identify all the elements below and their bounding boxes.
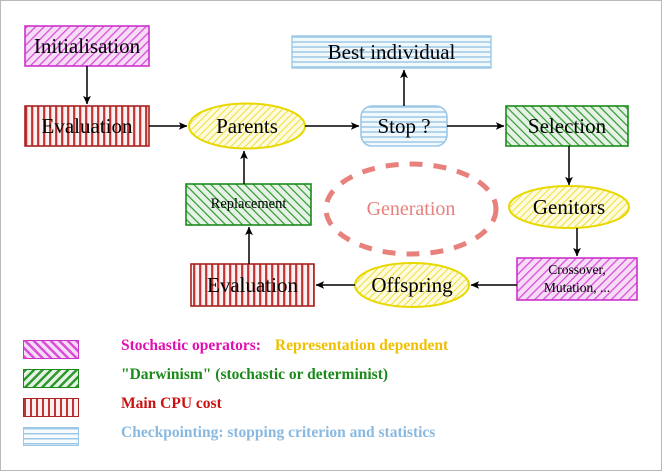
node-evaluation-bottom[interactable] bbox=[190, 263, 315, 307]
legend-seg-darwinism: "Darwinism" (stochastic or determinist) bbox=[121, 366, 389, 383]
node-offspring[interactable] bbox=[354, 262, 470, 308]
legend-text-checkpointing: Checkpointing: stopping criterion and st… bbox=[121, 424, 435, 442]
legend-row-checkpointing: Checkpointing: stopping criterion and st… bbox=[1, 424, 662, 453]
node-crossover-mutation[interactable] bbox=[516, 257, 638, 301]
legend-text-main-cpu-cost: Main CPU cost bbox=[121, 395, 222, 413]
legend-seg-checkpointing: Checkpointing: stopping criterion and st… bbox=[121, 424, 436, 441]
legend-swatch-blue-horizontal-hatch bbox=[23, 427, 79, 446]
node-replacement[interactable] bbox=[185, 183, 312, 226]
legend-text-darwinism: "Darwinism" (stochastic or determinist) bbox=[121, 366, 388, 384]
legend-seg-main-cpu-cost: Main CPU cost bbox=[121, 395, 222, 412]
legend-swatch-green-hatch bbox=[23, 369, 79, 388]
node-best-individual[interactable] bbox=[291, 35, 492, 69]
node-evaluation-top[interactable] bbox=[24, 105, 150, 147]
node-selection[interactable] bbox=[505, 105, 629, 147]
legend-text-stochastic-operators: Stochastic operators: Representation depe… bbox=[121, 337, 448, 355]
node-stop[interactable] bbox=[360, 105, 448, 147]
legend-seg-stochastic-operators: Stochastic operators: bbox=[121, 337, 261, 354]
legend-row-main-cpu-cost: Main CPU cost bbox=[1, 395, 662, 424]
node-parents[interactable] bbox=[188, 102, 306, 150]
legend-seg-representation-dependent: Representation dependent bbox=[274, 337, 449, 354]
node-generation bbox=[323, 161, 499, 257]
legend-row-darwinism: "Darwinism" (stochastic or determinist) bbox=[1, 366, 662, 395]
legend-row-stochastic-operators: Stochastic operators: Representation depe… bbox=[1, 337, 662, 366]
legend-swatch-magenta-hatch bbox=[23, 340, 79, 359]
legend-swatch-red-vertical-hatch bbox=[23, 398, 79, 417]
arrows bbox=[83, 66, 581, 289]
legend: Stochastic operators: Representation depe… bbox=[1, 337, 662, 453]
node-genitors[interactable] bbox=[508, 185, 630, 229]
node-initialisation[interactable] bbox=[24, 25, 150, 67]
